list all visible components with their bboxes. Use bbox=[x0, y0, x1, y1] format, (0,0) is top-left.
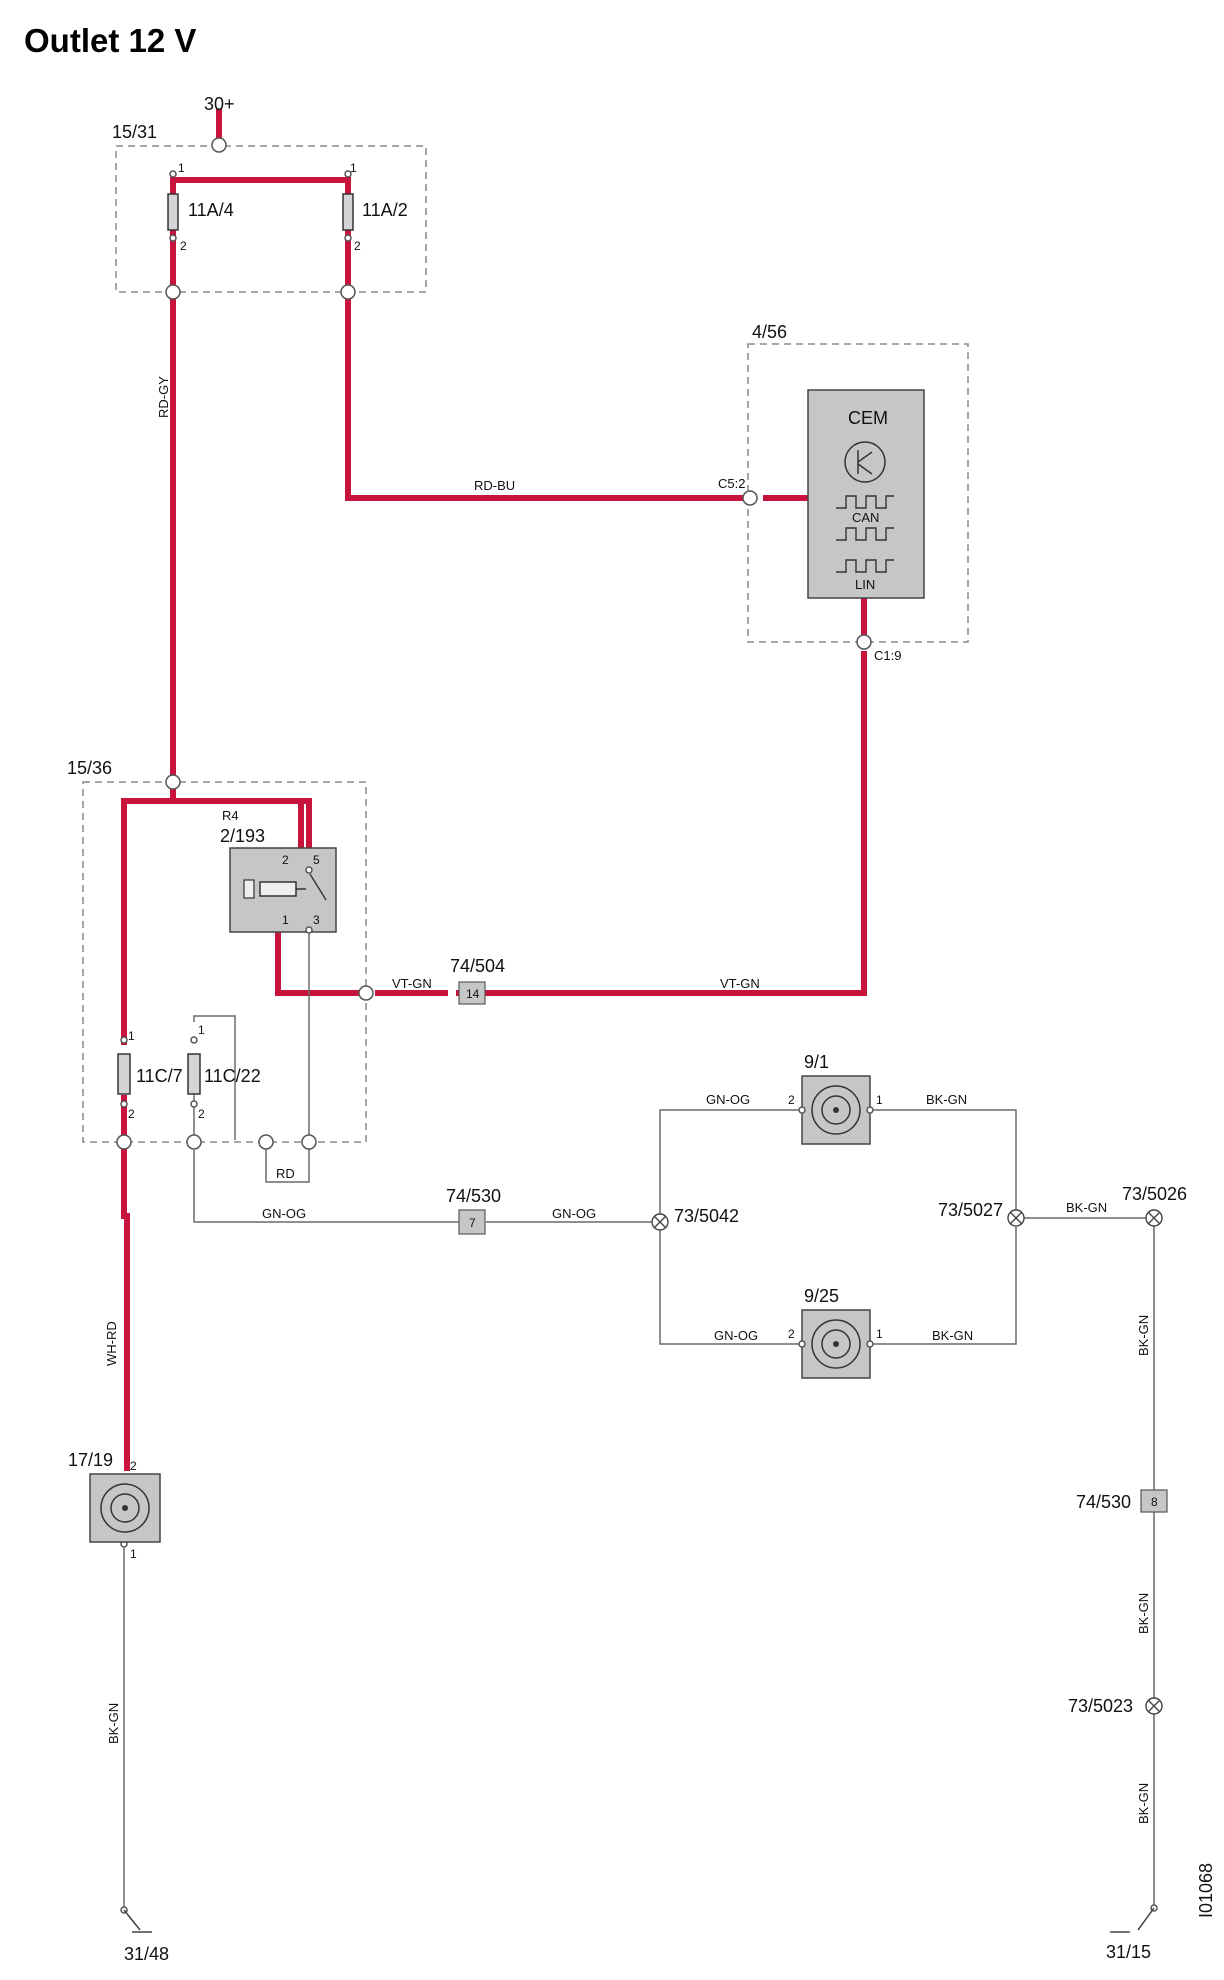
connection-nodes bbox=[116, 137, 1158, 1914]
fuse-11c-22 bbox=[187, 1053, 201, 1095]
pin-9-25-1: 1 bbox=[876, 1327, 883, 1341]
relay-r4 bbox=[229, 847, 337, 934]
pin-relay-1: 1 bbox=[282, 913, 289, 927]
wire-label-gn-og-d: GN-OG bbox=[714, 1328, 758, 1343]
pin-11a-2-1: 1 bbox=[350, 161, 357, 175]
ground-icon-31-15 bbox=[1110, 1907, 1155, 1933]
label-relay-2-193: 2/193 bbox=[220, 826, 265, 846]
pin-11c-22-1: 1 bbox=[198, 1023, 205, 1037]
label-connector-74-504: 74/504 bbox=[450, 956, 505, 976]
wire-label-bk-gn-a: BK-GN bbox=[926, 1092, 967, 1107]
label-30-plus: 30+ bbox=[204, 94, 235, 114]
transistor-icon-body bbox=[857, 450, 873, 475]
label-cem-lin: LIN bbox=[855, 577, 875, 592]
outlet-9-25 bbox=[798, 1309, 874, 1379]
wire-label-vt-gn-a: VT-GN bbox=[392, 976, 432, 991]
wire-label-gn-og-c: GN-OG bbox=[706, 1092, 750, 1107]
label-outlet-17-19: 17/19 bbox=[68, 1450, 113, 1470]
cem-module bbox=[807, 389, 925, 599]
lin-signal-icon bbox=[836, 559, 894, 573]
label-cem-pin-c5: C5:2 bbox=[718, 476, 745, 491]
label-connector-74-530: 74/530 bbox=[446, 1186, 501, 1206]
label-connector-74-530-b: 74/530 bbox=[1076, 1492, 1131, 1512]
wire-label-bk-gn-b: BK-GN bbox=[932, 1328, 973, 1343]
splice-73-5042 bbox=[651, 1213, 669, 1231]
pin-11c-7-1: 1 bbox=[128, 1029, 135, 1043]
wire-label-rd-gy: RD-GY bbox=[156, 376, 171, 418]
label-diagram-id: I01068 bbox=[1196, 1863, 1216, 1918]
label-cem-can: CAN bbox=[852, 510, 879, 525]
wire-label-rd-bu: RD-BU bbox=[474, 478, 515, 493]
wire-label-wh-rd: WH-RD bbox=[104, 1321, 119, 1366]
pin-9-25-2: 2 bbox=[788, 1327, 795, 1341]
relay-switch-icon bbox=[296, 873, 327, 901]
pin-11a-2-2: 2 bbox=[354, 239, 361, 253]
pin-9-1-2: 2 bbox=[788, 1093, 795, 1107]
label-fuse-11c-7: 11C/7 bbox=[136, 1066, 183, 1086]
power-wires bbox=[121, 109, 867, 1471]
label-ground-31-15: 31/15 bbox=[1106, 1942, 1151, 1962]
wire-label-bk-gn-c: BK-GN bbox=[1066, 1200, 1107, 1215]
label-fusebox-15-31: 15/31 bbox=[112, 122, 157, 142]
pin-11c-7-2: 2 bbox=[128, 1107, 135, 1121]
pin-11a-4-1: 1 bbox=[178, 161, 185, 175]
outlet-17-19 bbox=[89, 1473, 161, 1543]
relay-coil-icon bbox=[259, 881, 297, 897]
pin-11c-22-2: 2 bbox=[198, 1107, 205, 1121]
can-signal-icon bbox=[836, 495, 894, 509]
fuse-11c-7 bbox=[117, 1053, 131, 1095]
pin-relay-3: 3 bbox=[313, 913, 320, 927]
wire-label-bk-gn-f: BK-GN bbox=[1136, 1783, 1151, 1824]
wire-label-vt-gn-b: VT-GN bbox=[720, 976, 760, 991]
label-splice-73-5023: 73/5023 bbox=[1068, 1696, 1133, 1716]
ground-icon-31-48 bbox=[123, 1909, 152, 1933]
outlet-9-1 bbox=[798, 1075, 874, 1145]
splice-73-5023 bbox=[1145, 1697, 1163, 1715]
label-fuse-11a-4: 11A/4 bbox=[188, 200, 234, 220]
splice-73-5026 bbox=[1145, 1209, 1163, 1227]
pin-relay-2: 2 bbox=[282, 853, 289, 867]
splice-73-5027 bbox=[1007, 1209, 1025, 1227]
wire-label-rd: RD bbox=[276, 1166, 295, 1181]
connector-74-530-b bbox=[1140, 1489, 1168, 1513]
connector-74-504 bbox=[458, 981, 486, 1005]
relaybox-15-36-box bbox=[82, 781, 367, 1143]
label-splice-73-5026: 73/5026 bbox=[1122, 1184, 1187, 1204]
label-splice-73-5042: 73/5042 bbox=[674, 1206, 739, 1226]
fuse-11a-2 bbox=[342, 193, 354, 231]
signal-wires bbox=[123, 930, 1155, 1910]
label-outlet-9-25: 9/25 bbox=[804, 1286, 839, 1306]
label-connector-74-530-b-pin: 8 bbox=[1151, 1495, 1158, 1509]
label-fuse-11a-2: 11A/2 bbox=[362, 200, 408, 220]
pin-relay-5: 5 bbox=[313, 853, 320, 867]
label-connector-74-530-pin: 7 bbox=[469, 1216, 476, 1230]
pin-9-1-1: 1 bbox=[876, 1093, 883, 1107]
label-relaybox-15-36: 15/36 bbox=[67, 758, 112, 778]
pin-17-19-1: 1 bbox=[130, 1547, 137, 1561]
label-relay-r4: R4 bbox=[222, 808, 239, 823]
label-splice-73-5027: 73/5027 bbox=[938, 1200, 1003, 1220]
label-outlet-9-1: 9/1 bbox=[804, 1052, 829, 1072]
wire-label-gn-og-a: GN-OG bbox=[262, 1206, 306, 1221]
wire-label-bk-gn-d: BK-GN bbox=[1136, 1315, 1151, 1356]
label-cem: CEM bbox=[848, 408, 888, 428]
pin-17-19-2: 2 bbox=[130, 1459, 137, 1473]
can-signal-icon-2 bbox=[836, 527, 894, 541]
pin-11a-4-2: 2 bbox=[180, 239, 187, 253]
wire-label-gn-og-b: GN-OG bbox=[552, 1206, 596, 1221]
label-cem-pin-c1: C1:9 bbox=[874, 648, 901, 663]
connector-74-530-a bbox=[458, 1209, 486, 1235]
label-fuse-11c-22: 11C/22 bbox=[204, 1066, 261, 1086]
fuse-11a-4 bbox=[167, 193, 179, 231]
label-connector-74-504-pin: 14 bbox=[466, 987, 480, 1001]
label-ground-31-48: 31/48 bbox=[124, 1944, 169, 1964]
wire-label-bk-gn-e: BK-GN bbox=[1136, 1593, 1151, 1634]
wire-label-bk-gn-g: BK-GN bbox=[106, 1703, 121, 1744]
transistor-icon bbox=[844, 441, 886, 483]
page-title: Outlet 12 V bbox=[24, 22, 197, 59]
label-cem-box: 4/56 bbox=[752, 322, 787, 342]
